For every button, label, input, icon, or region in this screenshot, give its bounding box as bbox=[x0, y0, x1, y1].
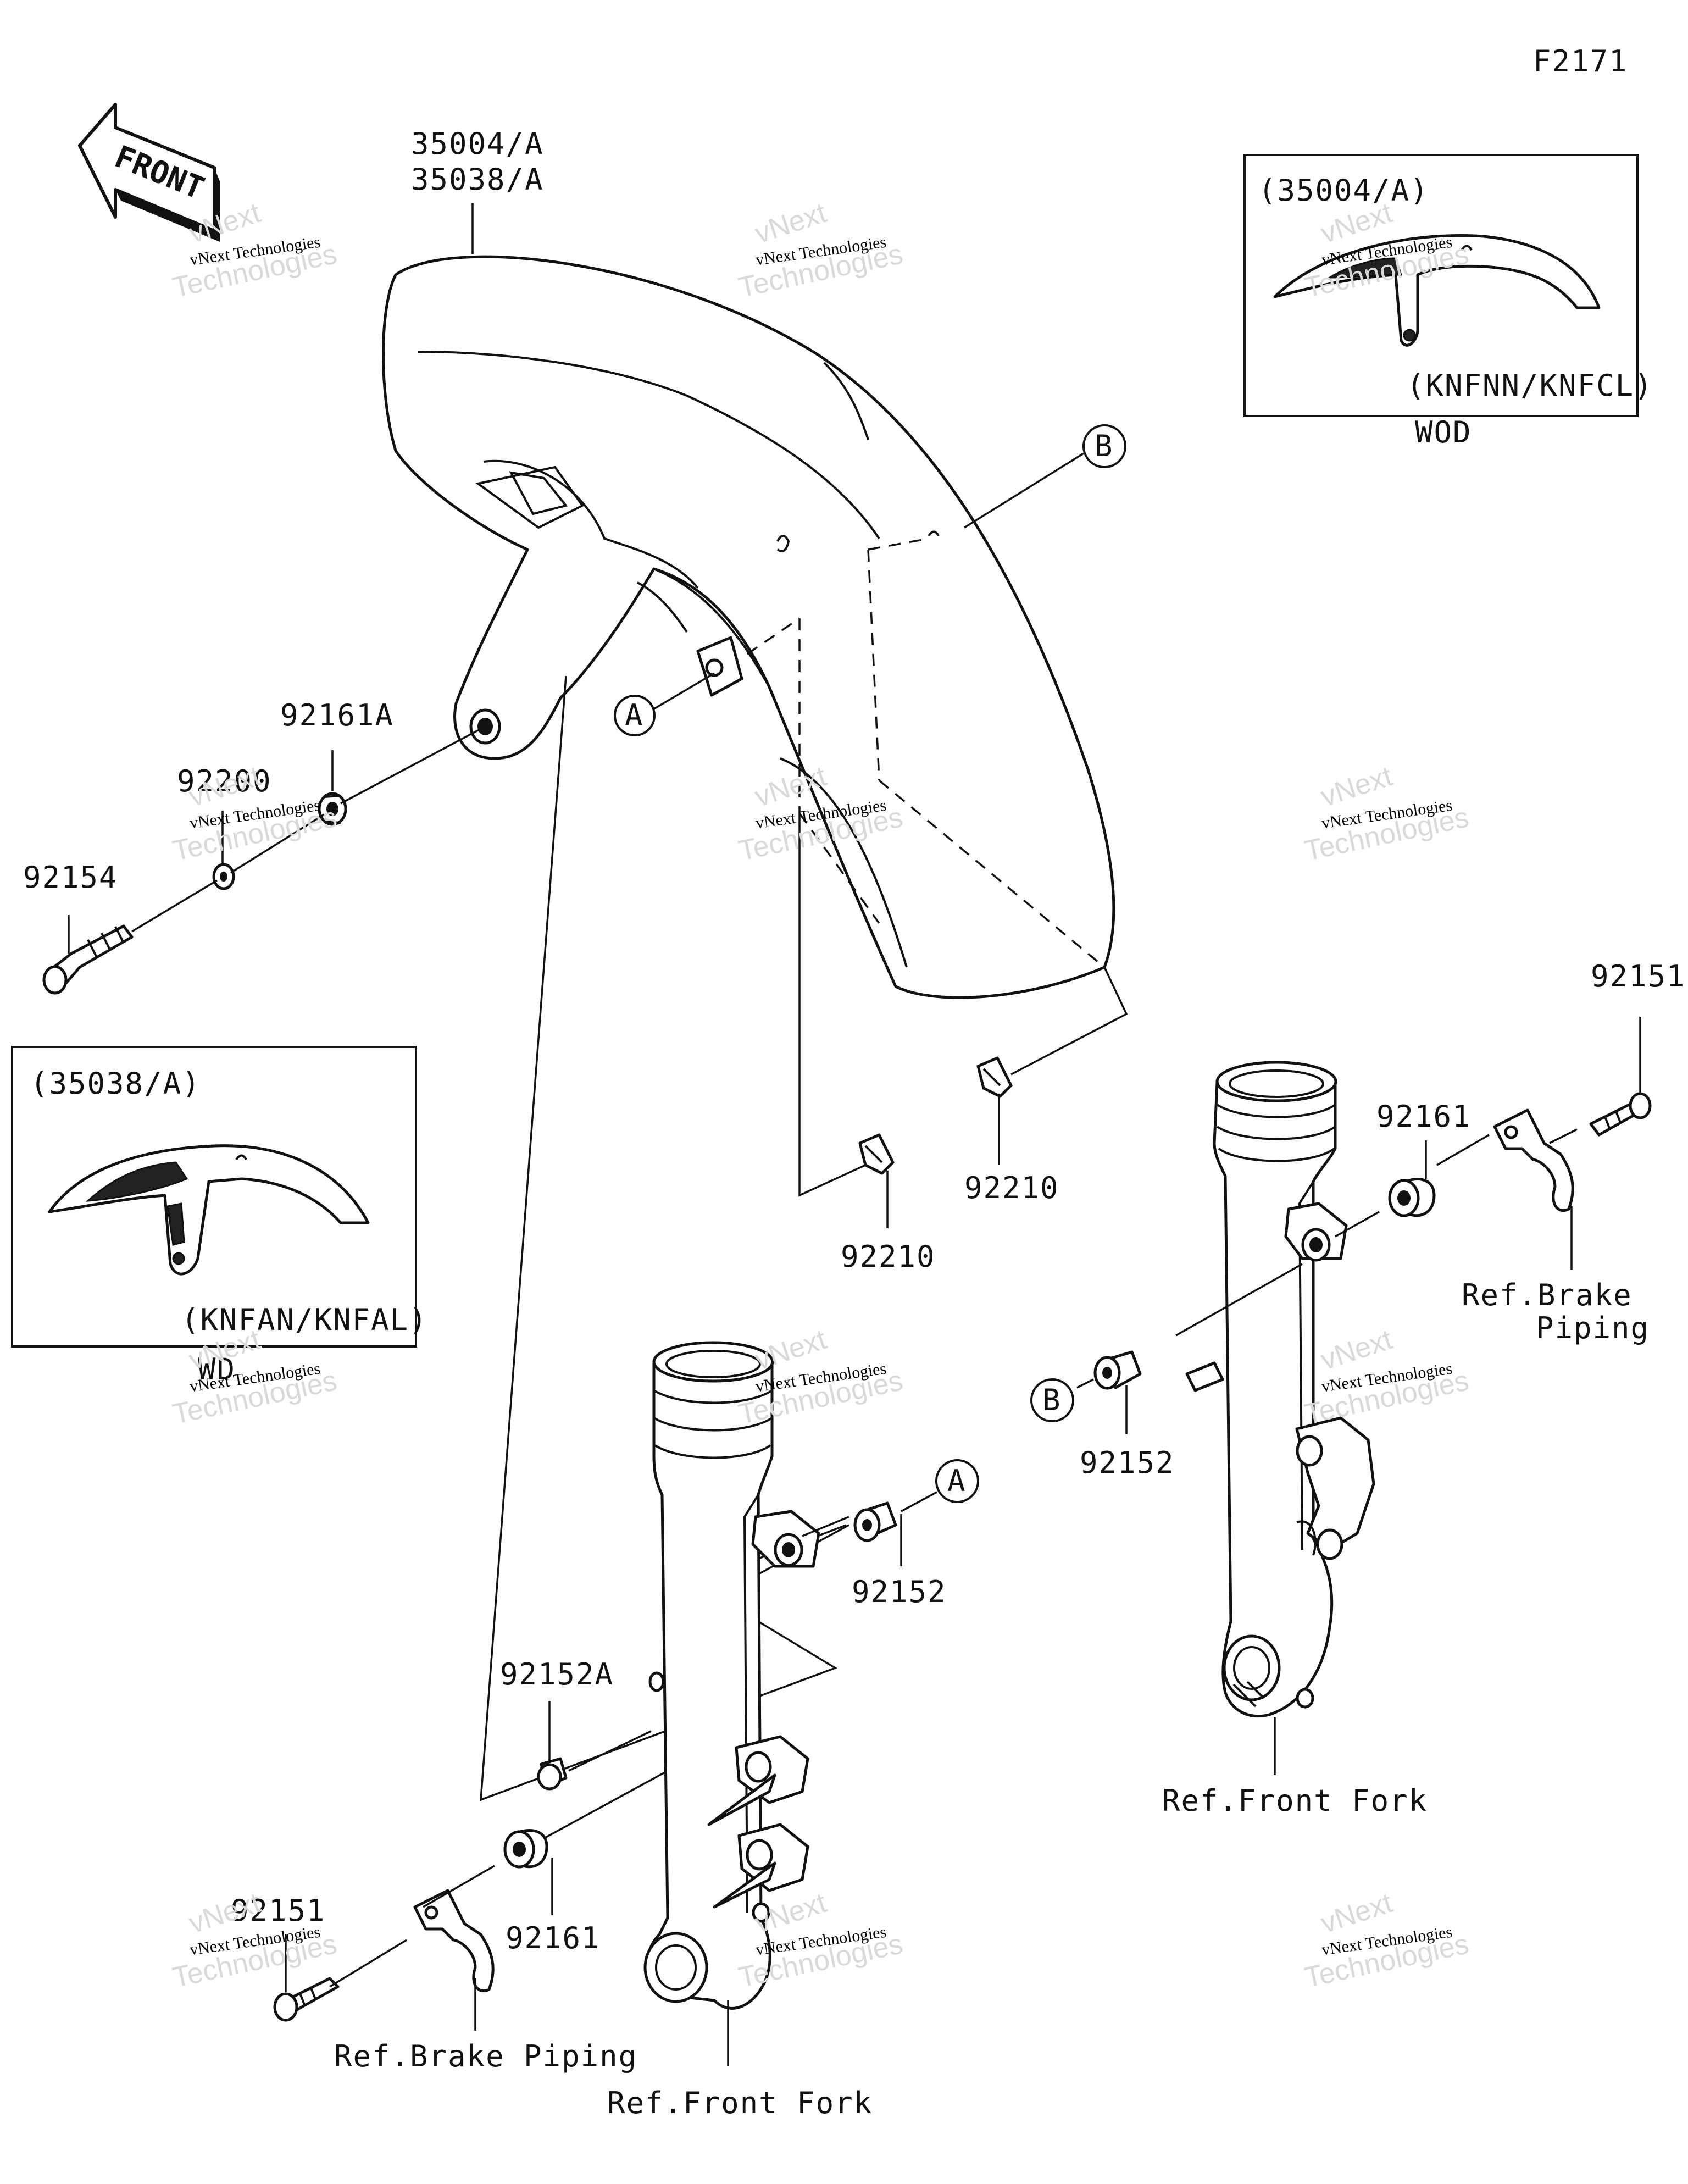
fork-left bbox=[643, 1341, 820, 2010]
part-92161-grommet-right bbox=[1388, 1177, 1436, 1217]
inset-wod-caption: WOD bbox=[1415, 415, 1472, 450]
label-ref-front-fork-right: Ref.Front Fork bbox=[1162, 1783, 1428, 1818]
part-92152A-bolt bbox=[537, 1757, 568, 1791]
svg-text:A: A bbox=[947, 1464, 967, 1498]
label-92200: 92200 bbox=[177, 764, 272, 799]
part-92210-clip-left bbox=[858, 1133, 895, 1175]
part-clamp-right bbox=[1493, 1108, 1574, 1212]
label-92210-left: 92210 bbox=[841, 1239, 936, 1274]
part-92152-bolt-right bbox=[1093, 1350, 1142, 1390]
svg-text:A: A bbox=[625, 698, 644, 733]
part-92161-grommet-left bbox=[503, 1829, 548, 1869]
callout-b-fender: B bbox=[1082, 424, 1126, 468]
figure-code: F2171 bbox=[1533, 44, 1628, 79]
label-92152A: 92152A bbox=[500, 1657, 614, 1692]
callout-b-fork: B bbox=[1030, 1378, 1074, 1422]
label-ref-brake-right-2: Piping bbox=[1536, 1311, 1650, 1345]
label-92152-right: 92152 bbox=[1080, 1445, 1175, 1480]
part-clamp-left bbox=[413, 1889, 495, 1992]
label-ref-front-fork-left: Ref.Front Fork bbox=[607, 2086, 873, 2120]
part-92200-washer bbox=[212, 863, 235, 890]
label-ref-brake-right-1: Ref.Brake bbox=[1462, 1278, 1633, 1312]
label-92161-right: 92161 bbox=[1376, 1099, 1472, 1134]
svg-text:B: B bbox=[1095, 429, 1114, 463]
inset-wod-models: (KNFNN/KNFCL) bbox=[1407, 368, 1653, 403]
inset-wd-caption: WD bbox=[198, 1352, 236, 1387]
callout-a-fork: A bbox=[935, 1459, 979, 1503]
part-92151-bolt-left bbox=[273, 1977, 340, 2022]
label-92151-left: 92151 bbox=[231, 1893, 326, 1928]
inset-wod-part: (35004/A) bbox=[1258, 173, 1429, 208]
inset-wd: (35038/A) (KNFAN/KNFAL) WD bbox=[11, 1046, 428, 1387]
inset-wd-part: (35038/A) bbox=[30, 1066, 201, 1101]
part-92151-bolt-right bbox=[1589, 1092, 1652, 1137]
label-35038A: 35038/A bbox=[411, 162, 544, 197]
label-92152-left: 92152 bbox=[852, 1575, 947, 1609]
callout-a-fender: A bbox=[614, 695, 656, 736]
inset-wod: (35004/A) (KNFNN/KNFCL) WOD bbox=[1243, 154, 1653, 450]
label-92161A: 92161A bbox=[280, 698, 394, 733]
label-35004A: 35004/A bbox=[411, 126, 544, 161]
label-92154: 92154 bbox=[23, 860, 118, 895]
front-arrow-icon: FRONT bbox=[78, 103, 220, 242]
part-92154-bolt bbox=[42, 924, 134, 995]
label-92161-left: 92161 bbox=[506, 1921, 601, 1955]
svg-text:B: B bbox=[1042, 1383, 1062, 1417]
fork-right bbox=[1185, 1061, 1375, 1718]
label-92151-right: 92151 bbox=[1591, 959, 1686, 994]
part-92152-bolt-left bbox=[853, 1501, 897, 1542]
label-ref-brake-left: Ref.Brake Piping bbox=[334, 2039, 637, 2074]
part-92210-clip-right bbox=[976, 1056, 1013, 1098]
front-fender bbox=[382, 255, 1115, 999]
inset-wd-models: (KNFAN/KNFAL) bbox=[181, 1302, 428, 1337]
label-92210-right: 92210 bbox=[964, 1171, 1059, 1205]
part-92161A-grommet bbox=[318, 792, 347, 826]
